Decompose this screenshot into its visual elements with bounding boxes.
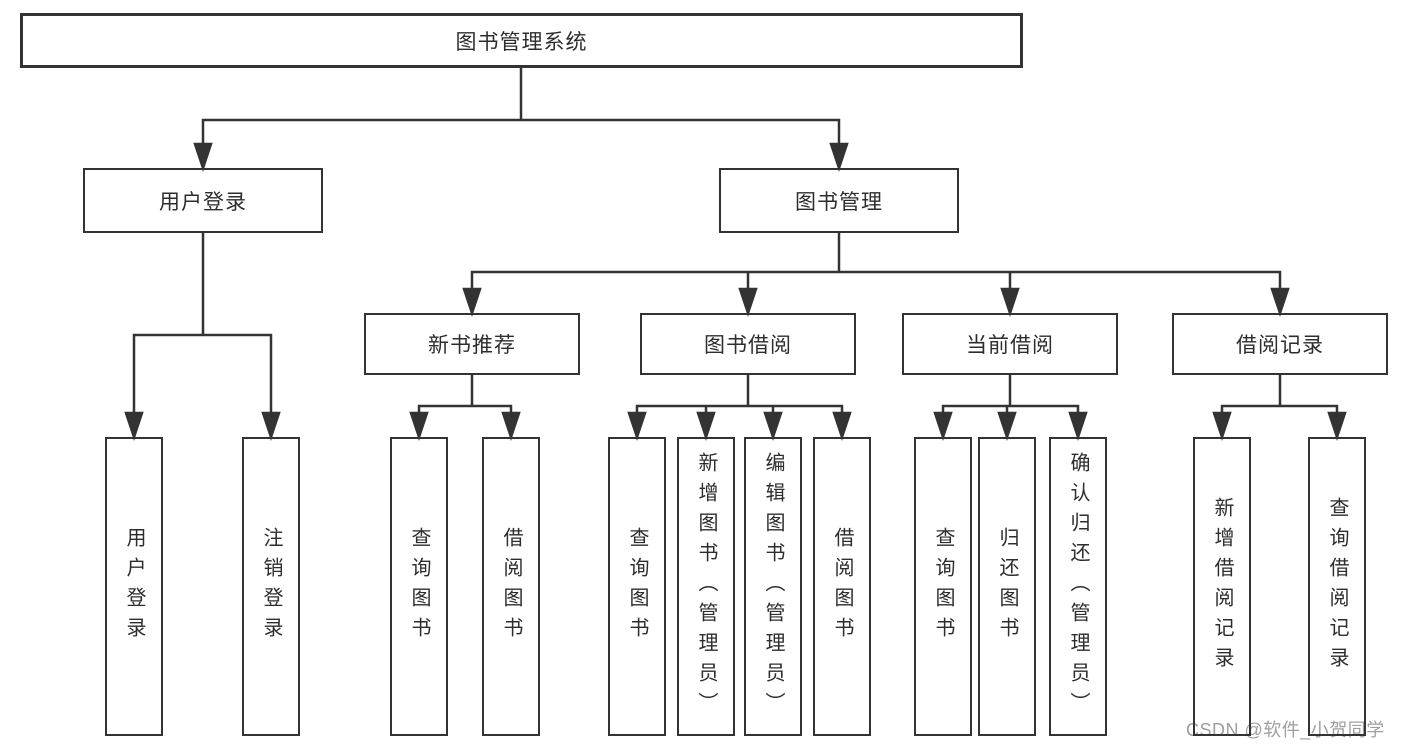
leaf-borrow-books-borrowing: 借阅图书 bbox=[813, 437, 871, 736]
node-current-borrowing: 当前借阅 bbox=[902, 313, 1118, 375]
arrowhead bbox=[261, 411, 281, 441]
node-label: 用户登录 bbox=[159, 190, 247, 214]
connector-book-borrowing-to-leaves bbox=[627, 373, 852, 441]
leaf-logout: 注销登录 bbox=[242, 437, 300, 736]
arrowhead bbox=[763, 411, 783, 441]
connector-root-to-branches bbox=[193, 66, 849, 172]
node-library-management-system: 图书管理系统 bbox=[20, 13, 1023, 68]
arrowhead bbox=[501, 411, 521, 441]
arrowhead bbox=[409, 411, 429, 441]
connector-borrowing-records-to-leaves bbox=[1212, 373, 1347, 441]
node-user-login: 用户登录 bbox=[83, 168, 323, 233]
connector-current-borrowing-to-leaves bbox=[933, 373, 1088, 441]
node-borrowing-records: 借阅记录 bbox=[1172, 313, 1388, 375]
arrowhead bbox=[933, 411, 953, 441]
node-book-management: 图书管理 bbox=[719, 168, 959, 233]
leaf-return-books: 归还图书 bbox=[978, 437, 1036, 736]
node-label: 用户登录 bbox=[123, 526, 145, 647]
node-label: 图书借阅 bbox=[704, 334, 792, 357]
leaf-edit-books-admin: 编辑图书（管理员） bbox=[744, 437, 802, 736]
arrowhead bbox=[738, 287, 758, 317]
arrowhead bbox=[1327, 411, 1347, 441]
node-label: 查询图书 bbox=[932, 526, 954, 647]
node-label: 借阅记录 bbox=[1236, 334, 1324, 357]
node-label: 当前借阅 bbox=[966, 334, 1054, 357]
arrowhead bbox=[627, 411, 647, 441]
leaf-confirm-return-admin: 确认归还（管理员） bbox=[1049, 437, 1107, 736]
node-label: 归还图书 bbox=[996, 526, 1018, 647]
node-book-borrowing: 图书借阅 bbox=[640, 313, 856, 375]
node-label: 查询借阅记录 bbox=[1326, 496, 1348, 677]
node-label: 查询图书 bbox=[626, 526, 648, 647]
node-label: 新增借阅记录 bbox=[1211, 496, 1233, 677]
leaf-search-books-recommend: 查询图书 bbox=[390, 437, 448, 736]
arrowhead bbox=[1270, 287, 1290, 317]
node-label: 新书推荐 bbox=[428, 334, 516, 357]
connector-book-management-to-sections bbox=[462, 231, 1290, 317]
node-label: 新增图书（管理员） bbox=[695, 451, 717, 722]
node-label: 图书管理系统 bbox=[455, 30, 588, 54]
arrowhead bbox=[1000, 287, 1020, 317]
arrowhead bbox=[1068, 411, 1088, 441]
connector-user-login-to-leaves bbox=[124, 231, 281, 441]
arrowhead bbox=[997, 411, 1017, 441]
node-label: 借阅图书 bbox=[831, 526, 853, 647]
leaf-add-books-admin: 新增图书（管理员） bbox=[677, 437, 735, 736]
leaf-search-books-current: 查询图书 bbox=[914, 437, 972, 736]
leaf-user-login: 用户登录 bbox=[105, 437, 163, 736]
arrowhead bbox=[832, 411, 852, 441]
node-label: 确认归还（管理员） bbox=[1067, 451, 1089, 722]
leaf-borrow-books-recommend: 借阅图书 bbox=[482, 437, 540, 736]
connector-new-book-recommendation-to-leaves bbox=[409, 373, 521, 441]
node-label: 借阅图书 bbox=[500, 526, 522, 647]
arrowhead bbox=[193, 142, 213, 172]
node-label: 编辑图书（管理员） bbox=[762, 451, 784, 722]
leaf-search-books-borrowing: 查询图书 bbox=[608, 437, 666, 736]
node-label: 注销登录 bbox=[260, 526, 282, 647]
leaf-search-borrow-record: 查询借阅记录 bbox=[1308, 437, 1366, 736]
arrowhead bbox=[124, 411, 144, 441]
arrowhead bbox=[696, 411, 716, 441]
node-label: 查询图书 bbox=[408, 526, 430, 647]
node-label: 图书管理 bbox=[795, 190, 883, 214]
node-new-book-recommendation: 新书推荐 bbox=[364, 313, 580, 375]
arrowhead bbox=[1212, 411, 1232, 441]
arrowhead bbox=[462, 287, 482, 317]
arrowhead bbox=[829, 142, 849, 172]
leaf-add-borrow-record: 新增借阅记录 bbox=[1193, 437, 1251, 736]
